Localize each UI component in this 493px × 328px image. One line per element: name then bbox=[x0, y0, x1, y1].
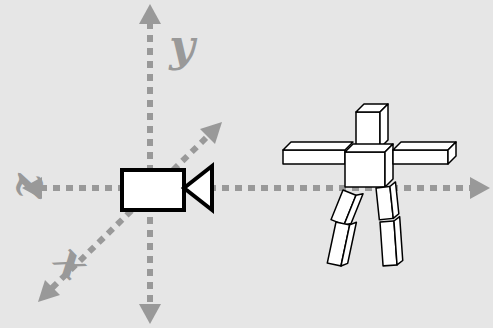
axis-label: y bbox=[169, 24, 195, 68]
robot-arm bbox=[393, 142, 456, 150]
camera-lens bbox=[184, 166, 212, 210]
robot-torso bbox=[345, 152, 385, 187]
robot-arm bbox=[283, 142, 353, 150]
camera-icon bbox=[122, 166, 212, 210]
z-axis bbox=[40, 185, 476, 191]
robot-arm bbox=[283, 150, 345, 164]
robot-head bbox=[380, 104, 388, 148]
axes bbox=[40, 22, 476, 306]
camera-body bbox=[122, 170, 184, 210]
robot-figure bbox=[283, 104, 456, 267]
robot-arm bbox=[393, 150, 448, 164]
robot-torso bbox=[385, 144, 393, 187]
axis-label: x bbox=[47, 237, 97, 287]
robot-leg bbox=[327, 218, 356, 267]
axis-arrowheads bbox=[22, 4, 490, 324]
arrowhead bbox=[470, 177, 490, 199]
y-axis bbox=[147, 22, 153, 306]
robot-leg bbox=[376, 182, 400, 220]
robot-leg bbox=[380, 217, 403, 266]
arrowhead bbox=[200, 122, 222, 144]
arrowhead bbox=[139, 304, 161, 324]
arrowhead bbox=[139, 4, 161, 24]
robot-arm bbox=[448, 142, 456, 164]
robot-leg bbox=[331, 186, 363, 227]
axis-label: z bbox=[10, 174, 54, 199]
robot-head bbox=[356, 112, 380, 148]
arrowhead bbox=[38, 280, 60, 302]
